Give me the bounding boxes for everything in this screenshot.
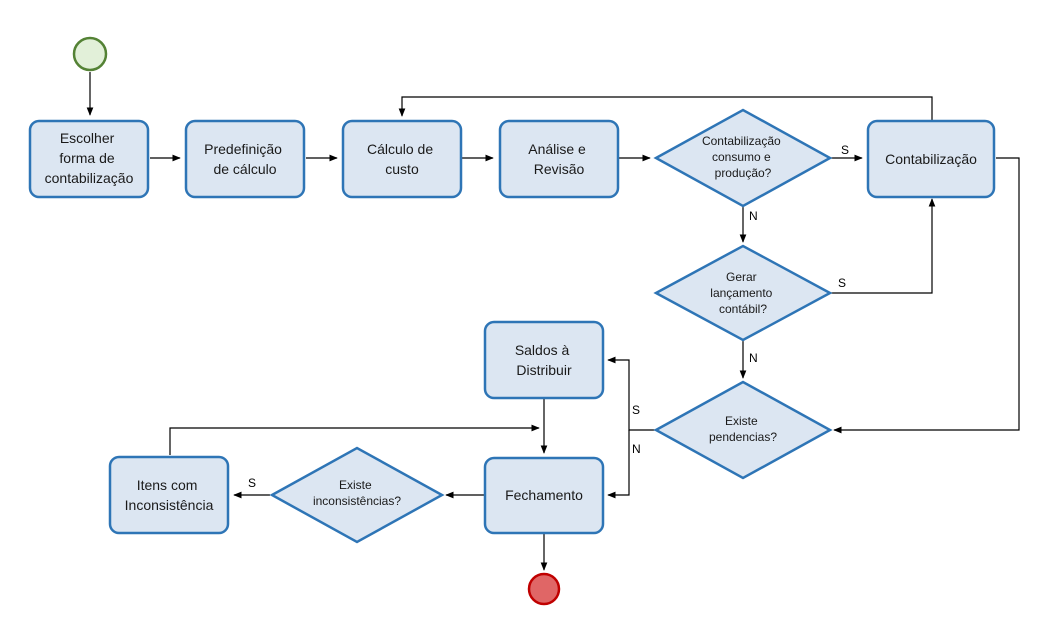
task-saldos[interactable]: Saldos à Distribuir bbox=[483, 320, 605, 400]
edge-contabilizacao-loop bbox=[398, 96, 933, 121]
edge-pendencias-saldos bbox=[607, 356, 656, 431]
edge-gerar-contabilizacao bbox=[830, 198, 936, 294]
task-calculo[interactable]: Cálculo de custo bbox=[341, 119, 463, 199]
task-analise[interactable]: Análise e Revisão bbox=[498, 119, 620, 199]
start-event bbox=[72, 36, 108, 72]
edge-pendencias-fechamento bbox=[607, 430, 630, 499]
decision-pendencias[interactable]: Existe pendencias? bbox=[653, 380, 833, 480]
task-contabilizacao-label: Contabilização bbox=[885, 151, 977, 167]
task-escolher-label: Escolher forma de contabilização bbox=[45, 130, 134, 186]
task-fechamento-label: Fechamento bbox=[505, 487, 583, 503]
edge-label-consumo-yes: S bbox=[841, 143, 849, 157]
edge-contabilizacao-pendencias bbox=[833, 157, 1020, 434]
edge-label-pendencias-yes: S bbox=[632, 403, 640, 417]
task-predefinicao-label: Predefinição de cálculo bbox=[204, 141, 286, 177]
task-escolher[interactable]: Escolher forma de contabilização bbox=[28, 119, 150, 199]
decision-inconsistencias-label: Existe inconsistências? bbox=[313, 478, 401, 508]
end-event bbox=[527, 572, 561, 606]
decision-consumo-label: Contabilização consumo e produção? bbox=[702, 134, 784, 180]
edge-label-gerar-yes: S bbox=[838, 276, 846, 290]
task-itens[interactable]: Itens com Inconsistência bbox=[108, 455, 230, 535]
edge-label-inconsistencias-yes: S bbox=[248, 476, 256, 490]
edge-itens-loop bbox=[169, 424, 540, 455]
connectors bbox=[86, 72, 1020, 571]
task-predefinicao[interactable]: Predefinição de cálculo bbox=[184, 119, 306, 199]
edge-label-pendencias-no: N bbox=[632, 442, 641, 456]
task-fechamento[interactable]: Fechamento bbox=[483, 456, 605, 535]
edge-label-consumo-no: N bbox=[749, 209, 758, 223]
edge-label-gerar-no: N bbox=[749, 351, 758, 365]
task-contabilizacao[interactable]: Contabilização bbox=[866, 119, 996, 199]
task-analise-label: Análise e Revisão bbox=[528, 141, 589, 177]
decision-gerar-label: Gerar lançamento contábil? bbox=[710, 270, 775, 316]
decision-inconsistencias[interactable]: Existe inconsistências? bbox=[269, 446, 445, 544]
edge-labels: S N S N S N S bbox=[248, 143, 849, 490]
decision-pendencias-label: Existe pendencias? bbox=[709, 414, 777, 444]
decision-gerar[interactable]: Gerar lançamento contábil? bbox=[653, 244, 833, 342]
task-saldos-label: Saldos à Distribuir bbox=[515, 342, 573, 378]
task-itens-label: Itens com Inconsistência bbox=[125, 477, 214, 513]
task-calculo-label: Cálculo de custo bbox=[367, 141, 437, 177]
decision-consumo[interactable]: Contabilização consumo e produção? bbox=[653, 108, 833, 208]
